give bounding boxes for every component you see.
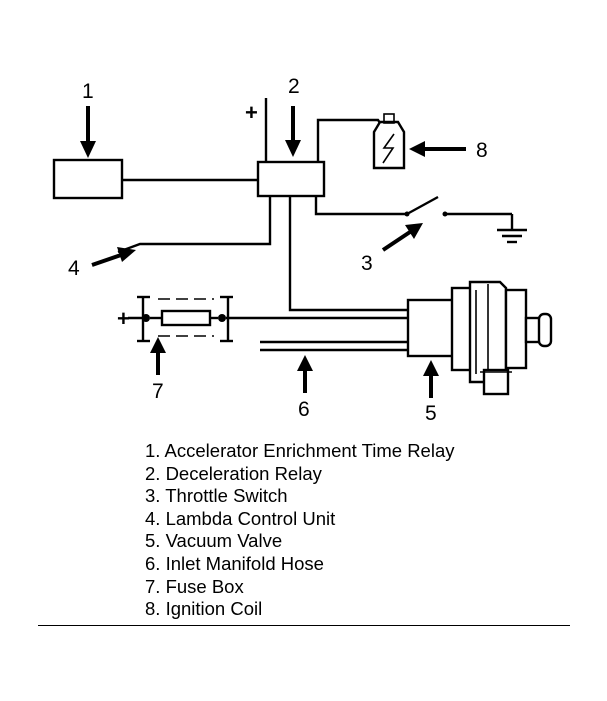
legend-item: 6. Inlet Manifold Hose (145, 552, 324, 574)
callout-6: 6 (298, 398, 310, 421)
legend-item: 4. Lambda Control Unit (145, 507, 336, 529)
wire-relay2-to-lambda (117, 196, 272, 254)
ground-icon (497, 214, 527, 244)
legend-item: 7. Fuse Box (145, 575, 244, 597)
vacuum-valve (406, 280, 553, 396)
legend-item: 1. Accelerator Enrichment Time Relay (145, 440, 455, 461)
wire-relay2-to-vacuum-valve (288, 196, 408, 312)
ignition-coil (372, 113, 406, 170)
component-legend: 1. Accelerator Enrichment Time Relay 2. … (145, 440, 455, 621)
accelerator-enrichment-relay-box (52, 158, 124, 200)
callout-7: 7 (152, 380, 164, 403)
arrow-6 (297, 355, 313, 393)
callout-3: 3 (361, 252, 373, 275)
arrow-5 (423, 360, 439, 398)
legend-item: 5. Vacuum Valve (145, 530, 283, 552)
bottom-divider (38, 625, 570, 626)
deceleration-relay-box (256, 160, 326, 198)
legend-item: 2. Deceleration Relay (145, 462, 322, 484)
wire-relay2-to-coil (316, 118, 383, 162)
callout-1: 1 (82, 80, 94, 103)
arrow-4 (91, 247, 136, 267)
relay-plus-sign: + (245, 100, 258, 125)
arrow-8 (409, 141, 466, 157)
fuse-element (160, 309, 212, 327)
wire-relay2-to-throttle-switch (314, 196, 405, 216)
arrow-1 (80, 106, 96, 158)
legend-item: 8. Ignition Coil (145, 598, 263, 620)
callout-8: 8 (476, 139, 488, 162)
callout-5: 5 (425, 402, 437, 425)
legend-item: 3. Throttle Switch (145, 485, 288, 507)
fuse-box: + (117, 295, 233, 343)
arrow-3 (381, 223, 423, 252)
fuse-plus-sign: + (117, 306, 130, 331)
spark-icon (382, 133, 395, 164)
callout-4: 4 (68, 257, 80, 280)
arrow-7 (150, 337, 166, 375)
arrow-2 (285, 106, 301, 157)
throttle-switch-blade (406, 195, 439, 216)
callout-2: 2 (288, 75, 300, 98)
